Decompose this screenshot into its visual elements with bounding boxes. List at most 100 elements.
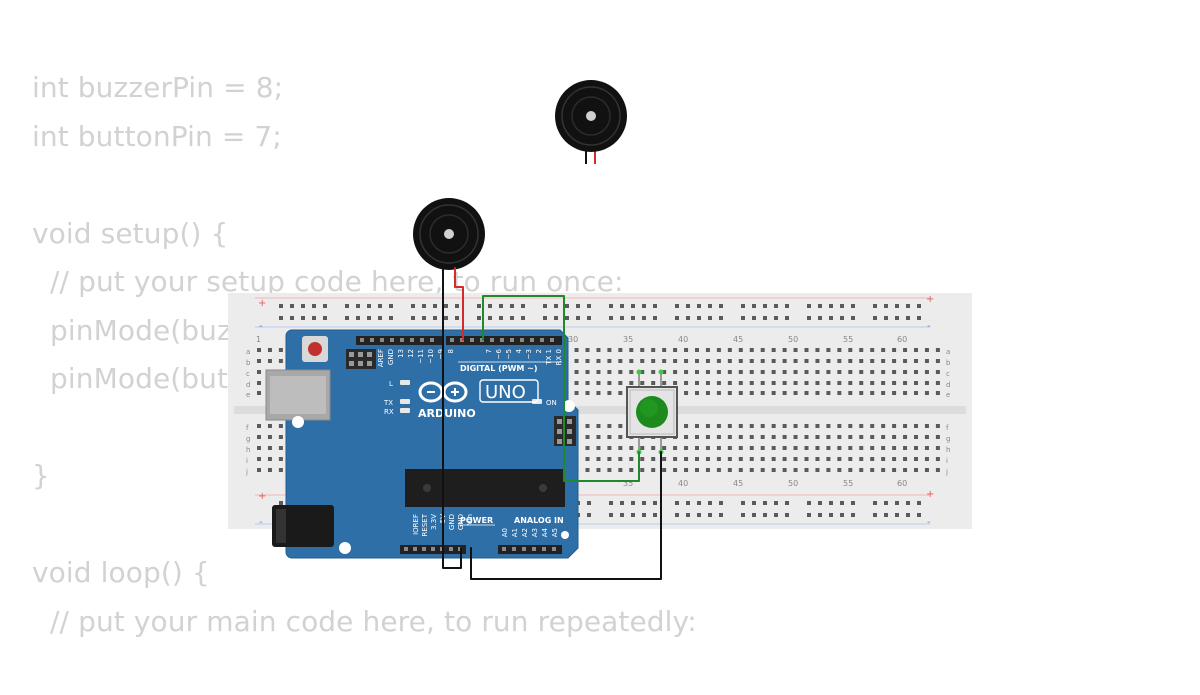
rail-hole	[675, 304, 679, 308]
rail-minus-label: -	[259, 517, 263, 528]
breadboard-hole	[826, 348, 831, 352]
breadboard-hole	[705, 391, 710, 395]
rail-hole	[543, 304, 547, 308]
breadboard-hole	[848, 446, 853, 450]
column-number: 55	[843, 479, 853, 488]
breadboard-hole	[815, 359, 820, 363]
led-rx-label: RX	[384, 408, 394, 416]
breadboard-hole	[738, 468, 743, 472]
column-number: 60	[897, 335, 907, 344]
breadboard-hole	[662, 370, 667, 374]
rail-hole	[609, 304, 613, 308]
breadboard-hole	[574, 348, 579, 352]
breadboard-hole	[837, 370, 842, 374]
rail-hole	[653, 304, 657, 308]
breadboard-hole	[257, 435, 261, 439]
breadboard-hole	[727, 391, 732, 395]
breadboard-hole	[848, 370, 853, 374]
breadboard-hole	[695, 348, 699, 352]
breadboard-hole	[903, 359, 908, 363]
breadboard-hole	[695, 391, 699, 395]
rail-hole	[521, 304, 525, 308]
pin-hole	[380, 338, 384, 342]
breadboard-hole	[749, 424, 754, 428]
row-letter: i	[246, 457, 248, 465]
row-letter: f	[246, 424, 249, 432]
rail-hole	[653, 501, 657, 505]
breadboard-hole	[924, 381, 929, 385]
power-jack-shadow	[276, 509, 286, 543]
breadboard-hole	[870, 435, 875, 439]
rail-hole	[422, 316, 426, 320]
reset-button[interactable]	[308, 342, 322, 356]
pin-hole	[370, 338, 374, 342]
breadboard-hole	[684, 435, 689, 439]
led-l-indicator	[400, 380, 410, 385]
buzzer-top[interactable]	[555, 80, 627, 164]
breadboard-hole	[881, 348, 886, 352]
rail-hole	[785, 513, 789, 517]
rail-hole	[455, 316, 459, 320]
breadboard-hole	[760, 424, 765, 428]
rail-hole	[873, 513, 877, 517]
breadboard-hole	[793, 424, 798, 428]
rail-hole	[763, 513, 767, 517]
breadboard-hole	[716, 424, 721, 428]
breadboard-hole	[837, 391, 842, 395]
breadboard-hole	[607, 435, 612, 439]
buzzer-center	[444, 229, 454, 239]
row-letter: i	[946, 457, 948, 465]
breadboard-hole	[727, 424, 732, 428]
code-line: // put your setup code here, to run once…	[32, 265, 624, 298]
breadboard-hole	[870, 370, 875, 374]
rail-hole	[554, 304, 558, 308]
buzzer-main[interactable]	[413, 198, 485, 270]
mounting-hole	[339, 542, 351, 554]
rail-hole	[675, 501, 679, 505]
breadboard-hole	[892, 468, 897, 472]
breadboard-hole	[935, 370, 940, 374]
rail-hole	[697, 501, 701, 505]
rail-plus-label: +	[926, 294, 934, 305]
row-letter: e	[246, 391, 250, 399]
breadboard-hole	[716, 446, 721, 450]
power-pin-label: Vin	[466, 514, 474, 525]
rail-hole	[840, 304, 844, 308]
breadboard-hole	[749, 359, 754, 363]
breadboard-hole	[257, 370, 261, 374]
breadboard-hole	[870, 468, 875, 472]
breadboard-hole	[629, 468, 634, 472]
rail-hole	[620, 501, 624, 505]
breadboard-hole	[585, 370, 590, 374]
breadboard-hole	[793, 457, 798, 461]
rail-hole	[906, 513, 910, 517]
rail-hole	[356, 304, 360, 308]
breadboard-hole	[881, 457, 886, 461]
rail-hole	[752, 304, 756, 308]
breadboard-hole	[607, 348, 612, 352]
rail-hole	[840, 501, 844, 505]
breadboard-hole	[903, 468, 908, 472]
breadboard-hole	[662, 381, 667, 385]
rail-hole	[576, 304, 580, 308]
row-letter: j	[945, 468, 948, 476]
rail-hole	[752, 513, 756, 517]
column-number: 35	[623, 479, 633, 488]
rail-hole	[631, 501, 635, 505]
breadboard-hole	[760, 370, 765, 374]
digital-pin-label: ~5	[505, 349, 513, 359]
rail-minus-label: -	[927, 321, 931, 332]
breadboard-hole	[826, 359, 831, 363]
breadboard-hole	[257, 424, 261, 428]
push-button[interactable]	[626, 369, 678, 455]
breadboard-hole	[881, 446, 886, 450]
breadboard-hole	[585, 457, 590, 461]
breadboard-hole	[695, 370, 699, 374]
breadboard-hole	[815, 391, 820, 395]
buzzer-ring	[429, 214, 469, 254]
rail-hole	[301, 304, 305, 308]
rail-hole	[741, 513, 745, 517]
rail-hole	[686, 501, 690, 505]
breadboard-hole	[267, 457, 272, 461]
